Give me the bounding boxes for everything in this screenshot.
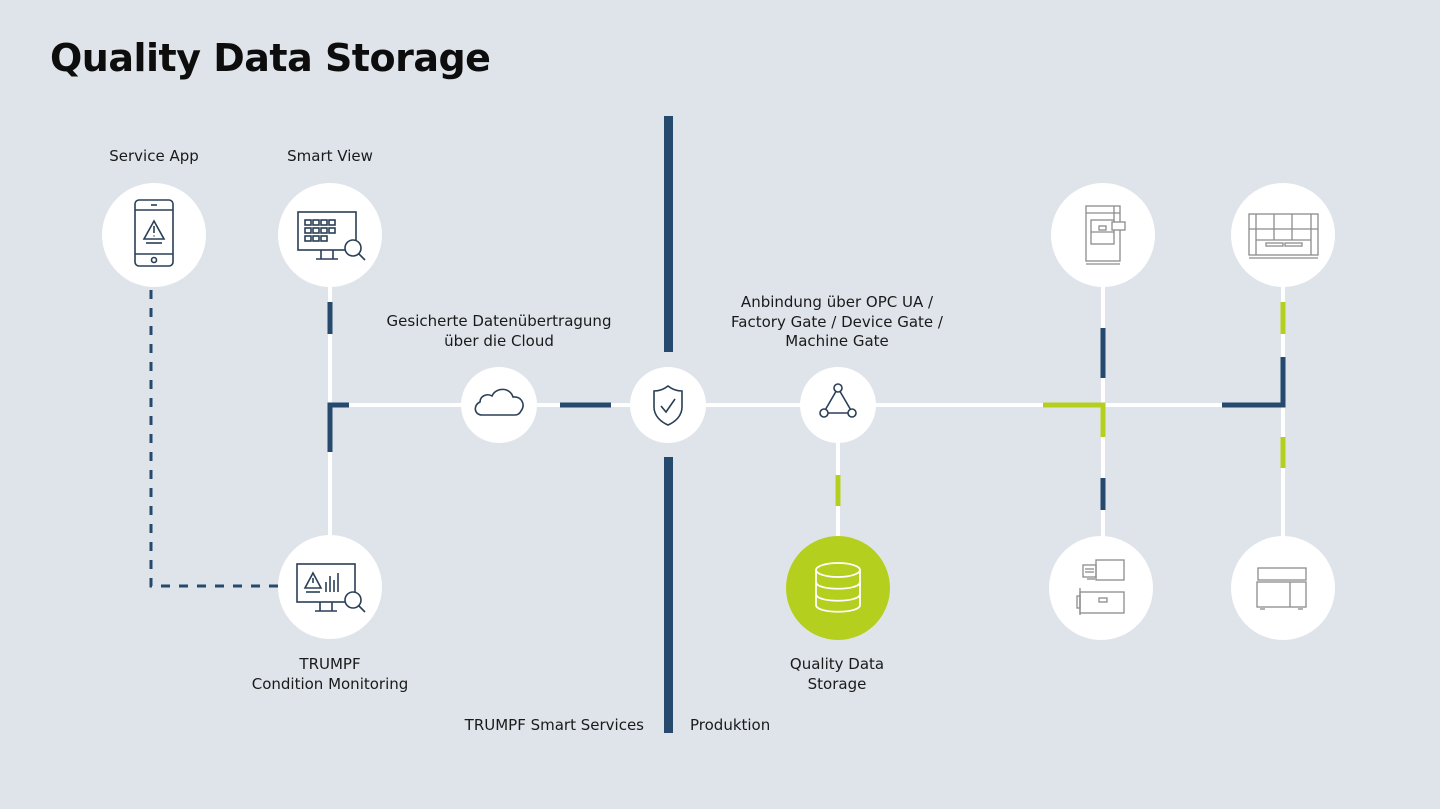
node-smart-view[interactable] [278,183,382,287]
zone-divider-top [664,116,673,352]
cloud-label-line1: Gesicherte Datenübertragung [386,312,612,330]
zone-label-production: Produktion [690,716,771,734]
green-accent-marks [835,302,1286,506]
node-machine-2[interactable] [1231,183,1335,287]
machine-laser-unit-icon [1076,559,1125,615]
node-cloud[interactable] [461,367,537,443]
node-circle [1049,536,1153,640]
condition-monitoring-label-line2: Condition Monitoring [251,674,409,693]
node-condition-monitoring[interactable] [278,535,382,639]
service-app-label: Service App [109,147,199,165]
node-quality-data-storage[interactable] [786,536,890,640]
node-gateway[interactable] [800,367,876,443]
node-circle [278,183,382,287]
gateway-label: Anbindung über OPC UA / Factory Gate / D… [731,293,943,352]
database-icon [815,562,861,613]
condition-monitoring-label: TRUMPF Condition Monitoring [252,655,409,694]
machine-tower-icon [1085,205,1126,265]
quality-data-storage-label-line1: Quality Data [789,655,885,673]
node-security[interactable] [630,367,706,443]
zone-divider-bottom [664,457,673,733]
node-machine-3[interactable] [1049,536,1153,640]
node-machine-1[interactable] [1051,183,1155,287]
node-circle [1231,536,1335,640]
navy-corner-accent [327,402,349,452]
green-corner-accent [1043,402,1106,437]
machine-storage-rack-icon [1248,213,1319,259]
cloud-label-line2: über die Cloud [444,331,554,350]
quality-data-storage-label-line2: Storage [807,674,867,693]
monitor-grid-search-icon [297,211,366,261]
dashed-connector-serviceapp-monitoring [149,290,280,588]
smartphone-warning-icon [134,199,174,267]
condition-monitoring-label-line1: TRUMPF [299,655,361,673]
page-title: Quality Data Storage [50,36,491,80]
monitor-warning-chart-search-icon [296,563,366,613]
shield-check-icon [653,384,683,426]
navy-accent-marks [327,302,1286,510]
machine-cabinet-icon [1256,567,1307,610]
navy-corner-accent [1222,357,1286,408]
cloud-icon [474,388,524,416]
node-circle [1231,183,1335,287]
node-circle [1051,183,1155,287]
node-circle [800,367,876,443]
node-machine-4[interactable] [1231,536,1335,640]
gateway-label-line3: Machine Gate [785,332,889,350]
gateway-label-line2: Factory Gate / Device Gate / [731,312,943,331]
node-circle [461,367,537,443]
zone-label-smart-services: TRUMPF Smart Services [464,716,644,734]
network-triangle-icon [819,383,857,418]
quality-data-storage-label: Quality Data Storage [790,655,884,694]
smart-view-label: Smart View [287,147,373,165]
node-circle [630,367,706,443]
gateway-label-line1: Anbindung über OPC UA / [740,293,934,311]
cloud-label: Gesicherte Datenübertragung über die Clo… [387,312,612,351]
node-circle [102,183,206,287]
node-service-app[interactable] [102,183,206,287]
